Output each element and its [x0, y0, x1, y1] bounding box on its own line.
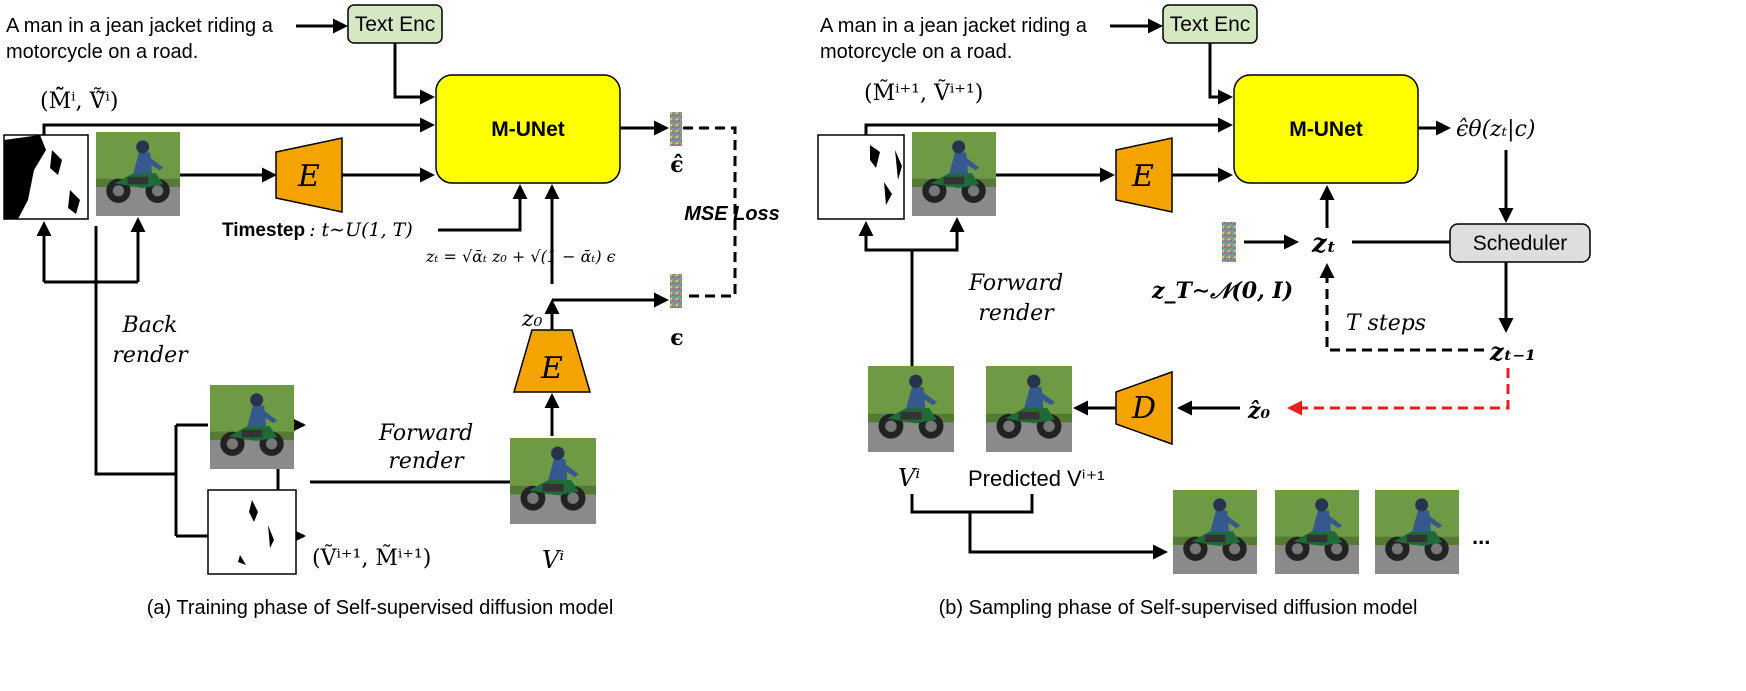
encoder-label-bottom: E [540, 351, 563, 386]
mse-loss-label: MSE Loss [684, 203, 780, 225]
prompt-text-line2-b: motorcycle on a road. [820, 41, 1012, 63]
input-video-frame [96, 132, 180, 216]
text-encoder-label: Text Enc [355, 13, 436, 36]
forward-render-label-line1: Forward [378, 421, 473, 446]
decoder-block [1115, 370, 1173, 446]
predicted-label: Predicted Vⁱ⁺¹ [968, 466, 1105, 491]
prompt-text-line1-b: A man in a jean jacket riding a [820, 15, 1088, 37]
zT-formula: z_T∼𝒩(0, I) [1151, 278, 1293, 304]
forward-render-label-line1-b: Forward [968, 271, 1063, 296]
output-frame-2 [1275, 490, 1359, 574]
zt-label: zₜ [1311, 229, 1336, 259]
back-render-label-line1: Back [122, 313, 178, 338]
source-label: Vⁱ [542, 546, 564, 574]
mask-video-label: (M̃̃ⁱ, Ṽ̃ⁱ) [40, 85, 118, 114]
rendered-video-frame [210, 385, 294, 469]
training-panel: A man in a jean jacket riding a motorcyc… [3, 4, 780, 619]
output-label: (Ṽⁱ⁺¹, M̃ⁱ⁺¹) [312, 543, 431, 571]
input-mask-image [3, 134, 89, 220]
back-render-label-line2: render [112, 343, 189, 368]
output-frame-3 [1375, 490, 1459, 574]
text-encoder-label-b: Text Enc [1170, 13, 1251, 36]
rendered-mask-image [207, 489, 297, 575]
m-unet-label: M-UNet [491, 118, 565, 141]
input-video-frame-b [912, 132, 996, 216]
forward-render-label-line2-b: render [978, 301, 1055, 326]
unet-output-label: ϵ̂θ(zₜ|c) [1456, 117, 1535, 142]
z-t-minus-1-label: zₜ₋₁ [1489, 337, 1536, 366]
z0-label: z₀ [521, 307, 543, 332]
mask-video-label-b: (M̃ⁱ⁺¹, Ṽⁱ⁺¹) [864, 78, 983, 106]
output-frame-1 [1173, 490, 1257, 574]
source-label-b: Vⁱ [898, 464, 920, 492]
m-unet-label-b: M-UNet [1289, 118, 1363, 141]
decoder-label: D [1131, 391, 1156, 426]
scheduler-block [1449, 223, 1591, 263]
noise-pred-patch [670, 112, 682, 146]
zt-formula: zₜ = √ᾱₜ z₀ + √(1 − ᾱₜ) ϵ [425, 247, 616, 266]
eps-label: ϵ [670, 325, 683, 351]
encoder-block-b [1115, 137, 1173, 213]
sampling-panel: A man in a jean jacket riding a motorcyc… [817, 4, 1591, 619]
prompt-text-line1: A man in a jean jacket riding a [6, 15, 274, 37]
caption-a: (a) Training phase of Self-supervised di… [147, 597, 614, 619]
source-video-frame-b [868, 366, 954, 452]
predicted-video-frame [986, 366, 1072, 452]
caption-b: (b) Sampling phase of Self-supervised di… [939, 597, 1418, 619]
eps-hat-label: ϵ̂ [670, 152, 683, 178]
encoder-label-top: E [297, 159, 320, 194]
prompt-text-line2: motorcycle on a road. [6, 41, 198, 63]
noise-patch-b [1222, 222, 1236, 262]
forward-render-label-line2: render [388, 449, 465, 474]
source-video-frame [510, 438, 596, 524]
t-steps-label: T steps [1346, 311, 1426, 336]
input-mask-image-b [817, 134, 905, 220]
noise-patch [670, 274, 682, 308]
scheduler-label: Scheduler [1473, 232, 1568, 255]
ellipsis-label: ... [1472, 524, 1490, 549]
encoder-block-bottom [513, 329, 591, 393]
encoder-label-b: E [1131, 159, 1154, 194]
z0-hat-label: ẑ₀ [1247, 398, 1270, 424]
encoder-block-top [275, 137, 343, 213]
timestep-label: Timestep: t∼U(1, T) [222, 219, 413, 241]
